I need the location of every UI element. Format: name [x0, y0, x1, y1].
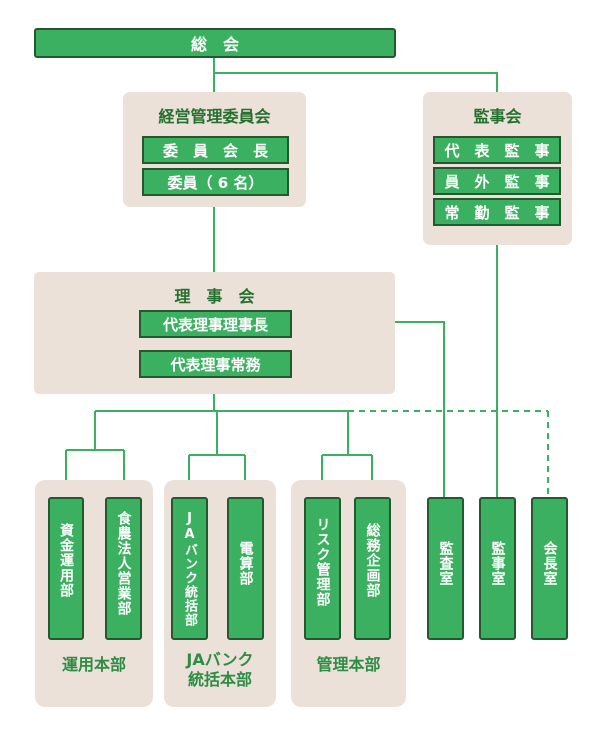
department-kaichou: 会長室: [531, 497, 568, 640]
department-risk-kanri: リスク管理部: [304, 497, 341, 640]
management-committee-title: 経営管理委員会: [158, 107, 271, 126]
committee-chair-box: 委 員 会 長: [142, 136, 289, 164]
department-shikin-unyou: 資金運用部: [48, 497, 84, 640]
representative-auditor-box: 代 表 監 事: [433, 136, 561, 164]
department-soumu-kikaku: 総務企画部: [354, 497, 391, 640]
department-shokuno-houjin: 食農法人営業部: [105, 497, 142, 640]
fulltime-auditor-box: 常 勤 監 事: [433, 198, 561, 226]
department-densan: 電算部: [227, 497, 264, 640]
general-meeting-box: 総 会: [34, 28, 396, 58]
group-label-jabank: JAバンク 統括本部: [186, 650, 254, 689]
department-kanji-label: 監事室: [489, 541, 506, 586]
department-risk-kanri-label: リスク管理部: [314, 517, 331, 607]
department-shikin-unyou-label: 資金運用部: [58, 523, 74, 598]
external-auditor-box: 員 外 監 事: [433, 167, 561, 195]
audit-board-title: 監事会: [473, 107, 522, 126]
board-title: 理 事 会: [174, 287, 255, 306]
department-kaichou-label: 会長室: [541, 541, 558, 586]
department-jabank-toukatsu: JAバンク統括部: [171, 497, 208, 640]
president-box: 代表理事理事長: [139, 310, 292, 338]
department-kansa-label: 監査室: [437, 541, 454, 586]
committee-members-box: 委員（ 6 名）: [142, 168, 289, 196]
department-densan-label: 電算部: [237, 541, 254, 586]
department-soumu-kikaku-label: 総務企画部: [364, 523, 381, 598]
department-jabank-toukatsu-label: JAバンク統括部: [182, 511, 197, 627]
department-kanji: 監事室: [479, 497, 516, 640]
group-label-kanri: 管理本部: [316, 655, 381, 674]
managing-director-box: 代表理事常務: [139, 350, 292, 378]
department-shokuno-houjin-label: 食農法人営業部: [115, 511, 132, 616]
department-kansa: 監査室: [427, 497, 464, 640]
group-label-unyou: 運用本部: [61, 655, 126, 674]
